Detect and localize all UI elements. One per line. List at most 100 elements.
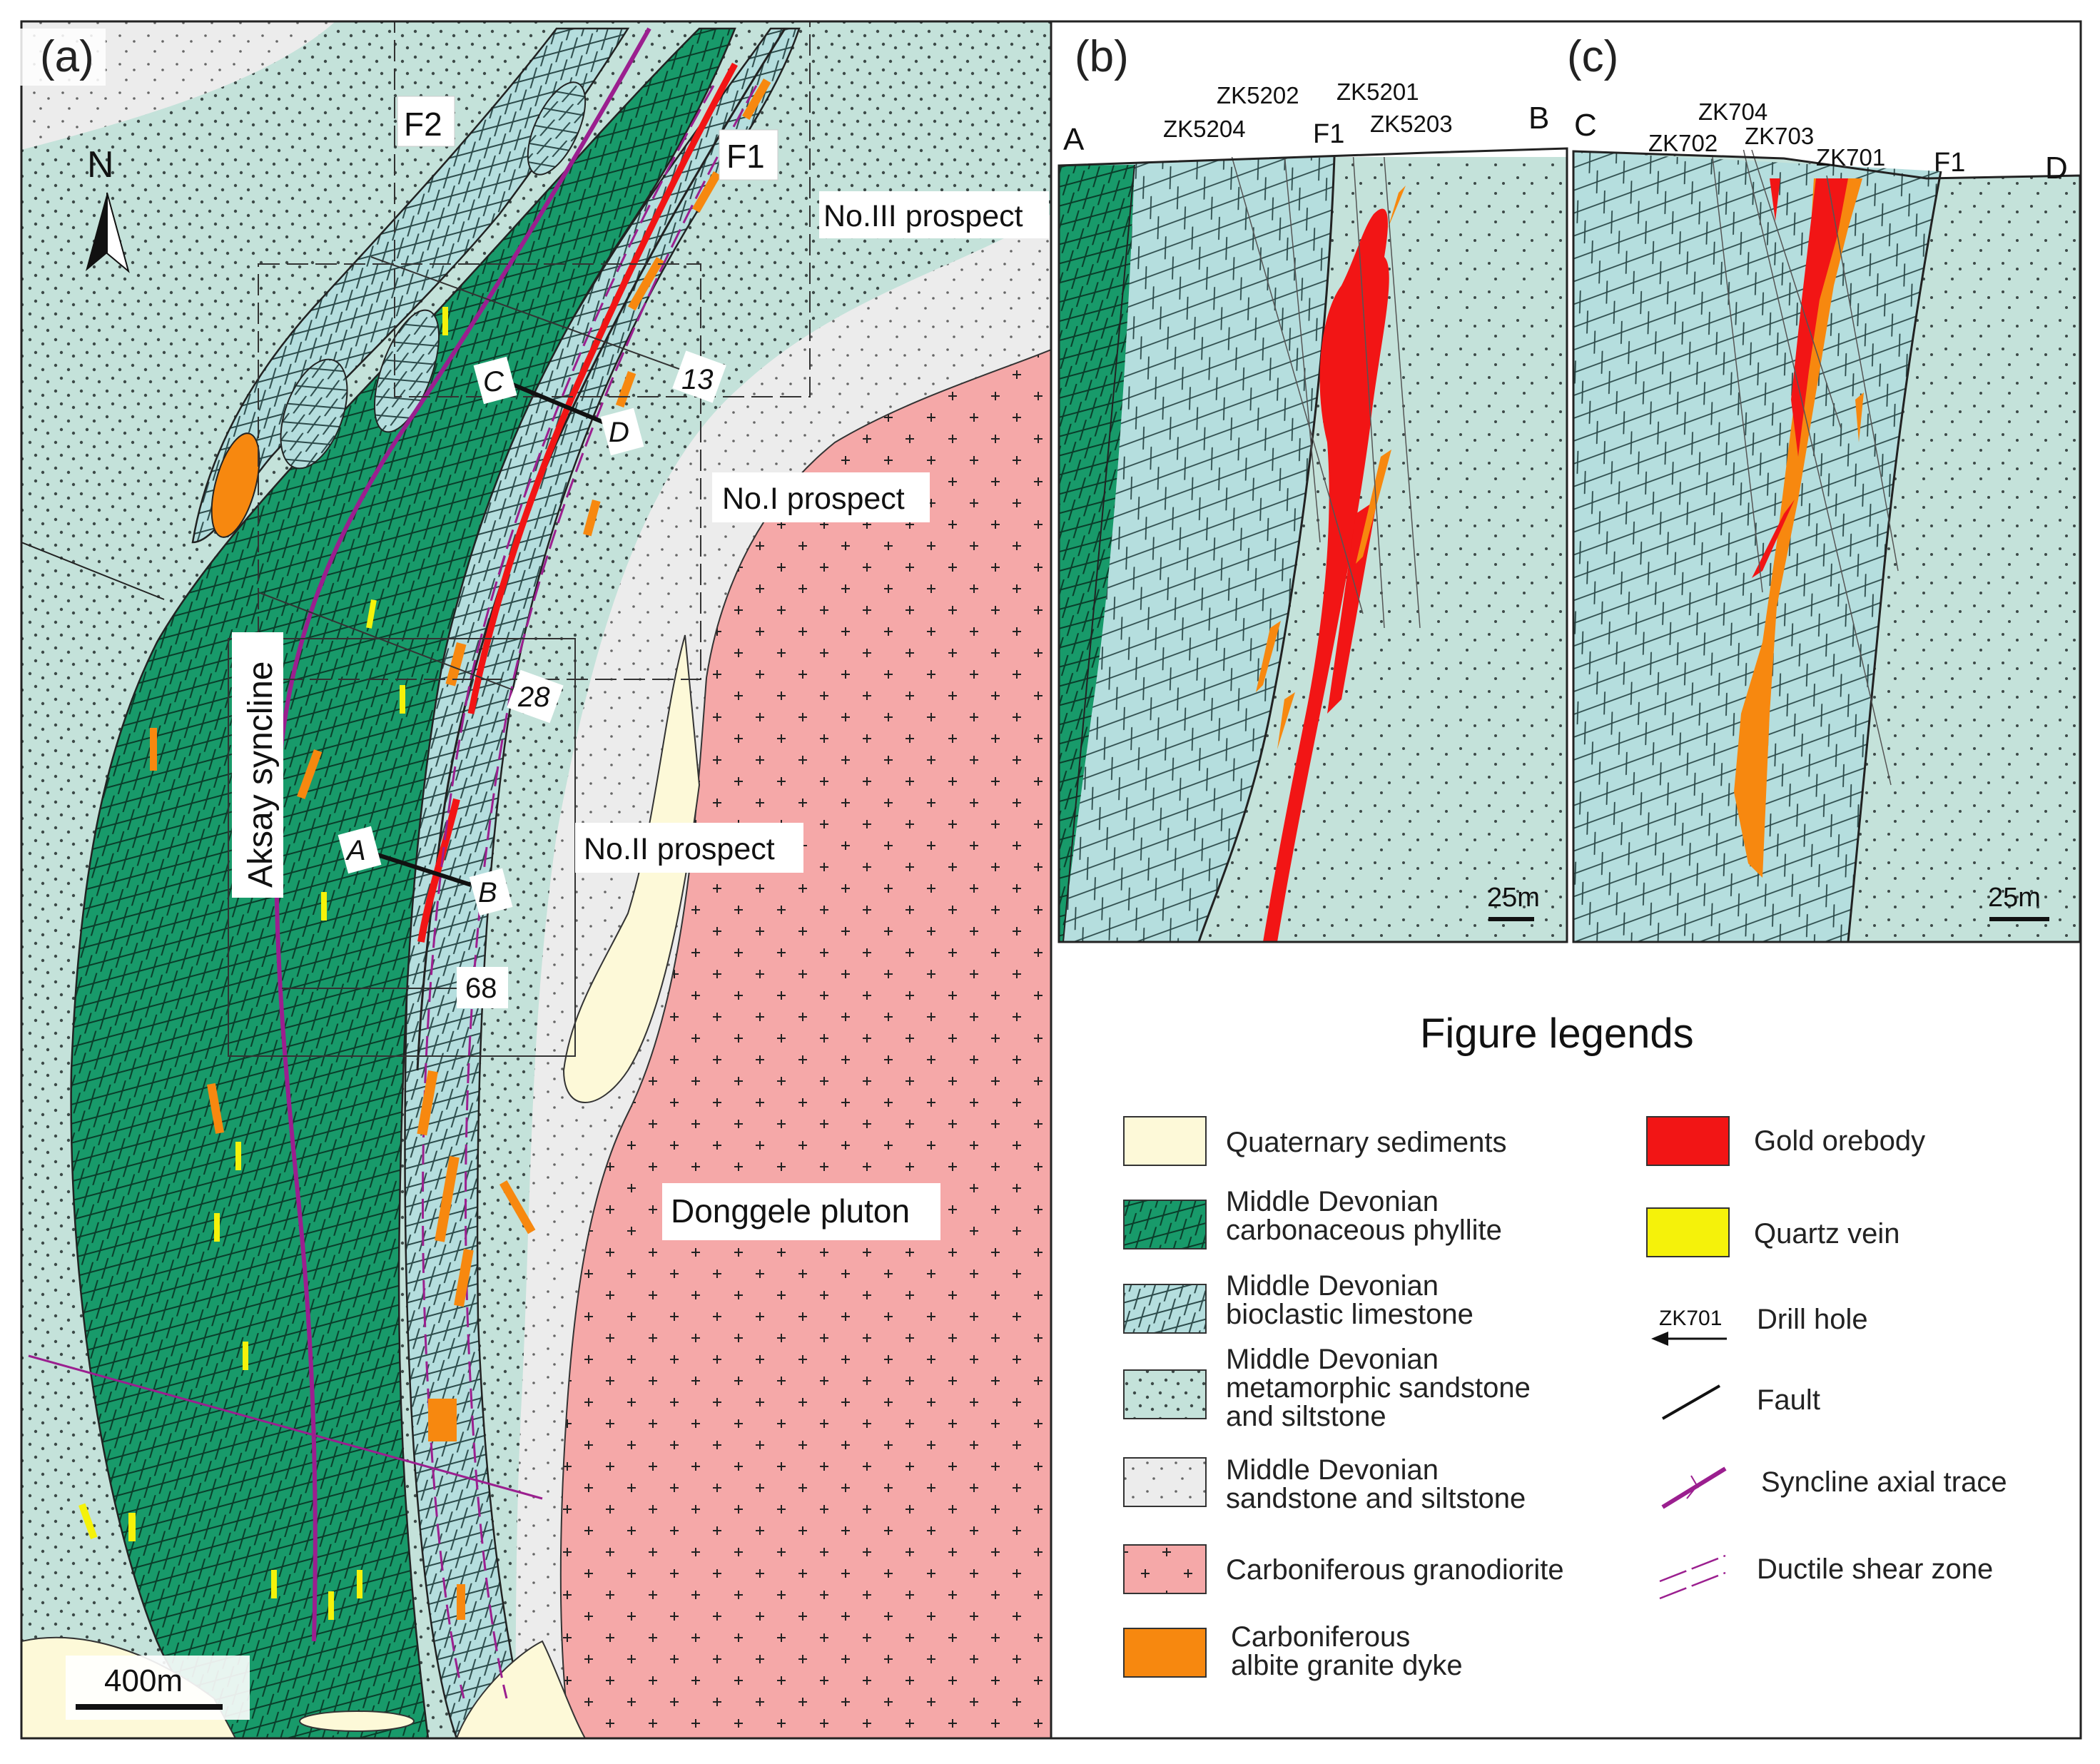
pluton-label: Donggele pluton [671,1192,910,1230]
prospect-iii-label: No.III prospect [823,199,1023,233]
prospect-box-i [258,263,701,680]
section-b-gold-orebody [1327,500,1377,714]
section-c-gold-orebody [1791,178,1848,457]
legend-swatch [1123,1284,1207,1334]
section-b-fault [1197,157,1336,942]
limestone-lens [280,358,348,470]
panel-label-a: (a) [40,32,94,81]
section-end-b: B [478,877,497,908]
section-b-panel: (b) 25m A B F1 ZK5204 ZK52 [1057,32,1568,943]
drill-hole-sample-label: ZK701 [1659,1307,1722,1330]
limestone-lens [527,81,587,176]
section-c-hole-4: ZK701 [1816,144,1885,171]
legend-item-gold-orebody: Gold orebody [1646,1116,1925,1166]
section-end-d: D [609,417,629,448]
legend-label: Middle Devonian [1226,1270,1439,1302]
dip-28-label: 28 [517,681,550,713]
legend-title: Figure legends [1420,1010,1694,1057]
limestone-lens [373,309,440,433]
section-c-dyke [1734,178,1862,878]
fault-f1-label: F1 [726,138,765,175]
drill-hole-trace [1231,157,1364,614]
legend-item-phyllite: Middle Devonian carbonaceous phyllite [1123,1186,1502,1250]
albite-dyke [210,432,260,538]
prospect-i-label: No.I prospect [722,482,905,516]
section-c-end-left: C [1574,108,1597,143]
arrow-left-icon [1651,1332,1668,1346]
gold-orebody-strip [467,62,738,714]
legend-label: metamorphic sandstone [1226,1372,1531,1404]
section-b-dyke [1277,692,1295,749]
fault-line [21,542,165,600]
section-b-hole-2: ZK5202 [1217,82,1299,108]
section-end-c: C [483,366,504,397]
drill-hole-trace [1284,157,1321,543]
legend-swatch [1123,1628,1207,1678]
drill-hole-trace [1712,156,1763,593]
legend-label: Drill hole [1757,1304,1868,1335]
map-labels: (a) N F2 F1 No.III prospect No.I prospec… [20,29,1049,1720]
section-b-dyke [1256,621,1281,692]
legend-item-fault: Fault [1662,1384,1820,1420]
dip-line-28 [258,592,516,691]
legend-item-albite-dyke: Carboniferous albite granite dyke [1123,1621,1463,1681]
legend-swatch [1646,1207,1730,1257]
donggele-pluton-area [559,348,1051,1738]
section-b-fault-label: F1 [1313,119,1344,149]
dip-68-label: 68 [465,973,497,1004]
map-scale-label: 400m [104,1663,183,1698]
section-c-fault [1847,171,1942,942]
section-b-frame [1057,147,1568,943]
north-arrow-icon [86,193,107,271]
legend-item-metamorphic-sandstone: Middle Devonian metamorphic sandstone an… [1123,1344,1531,1432]
section-c-gold-orebody [1752,500,1795,578]
legend-label: albite granite dyke [1231,1650,1463,1681]
section-c-dyke [1855,392,1864,442]
legend-swatch [1646,1116,1730,1166]
legend-label: sandstone and siltstone [1226,1483,1526,1514]
map-panel [21,21,1051,1738]
legend-item-granodiorite: Carboniferous granodiorite [1123,1544,1564,1594]
prospect-box-iii [394,21,811,397]
syncline-tick-icon [1686,1475,1699,1499]
section-b-hole-3: ZK5201 [1336,78,1419,105]
legend-item-syncline: Syncline axial trace [1661,1466,2007,1509]
panel-label-c: (c) [1567,32,1618,81]
right-frame [1050,20,2082,1740]
quaternary-s [455,1640,587,1738]
panel-label-b: (b) [1075,32,1129,81]
section-b-dyke [1388,186,1406,228]
legend-swatch [1123,1457,1207,1507]
legend-label: Middle Devonian [1226,1344,1439,1375]
section-b-dyke [1356,450,1391,564]
section-b-phyllite [1059,165,1135,942]
legend-item-limestone: Middle Devonian bioclastic limestone [1123,1270,1473,1334]
section-line-cd [508,381,612,427]
legend-swatch [1123,1200,1207,1250]
legend-swatch [1123,1544,1207,1594]
section-c-end-right: D [2045,151,2068,186]
legend-label: Quaternary sediments [1226,1127,1507,1158]
dip-13-label: 13 [681,364,714,395]
drill-hole-trace [1743,150,1892,786]
section-b-end-left: A [1063,122,1085,157]
quartz-veins [78,307,448,1620]
fault-f2-label: F2 [404,106,442,143]
syncline-cross-line [28,1354,543,1500]
legend-label: Syncline axial trace [1761,1466,2007,1498]
legend-item-quartz-vein: Quartz vein [1646,1207,1900,1257]
section-b-end-right: B [1528,101,1549,136]
syncline-label-group: Aksay syncline [232,632,283,898]
albite-dykes [150,78,771,1620]
section-b-limestone [1059,157,1334,942]
legend-label: Fault [1757,1384,1820,1416]
legend-swatch [1123,1369,1207,1419]
quaternary-patch-east [562,634,701,1103]
legend-label: Quartz vein [1754,1218,1900,1250]
legend-label: and siltstone [1226,1401,1386,1432]
legend-swatch [1123,1116,1207,1166]
dip-line-13 [370,256,686,372]
ductile-shear-zone [422,85,715,1699]
syncline-icon [1661,1466,1727,1509]
